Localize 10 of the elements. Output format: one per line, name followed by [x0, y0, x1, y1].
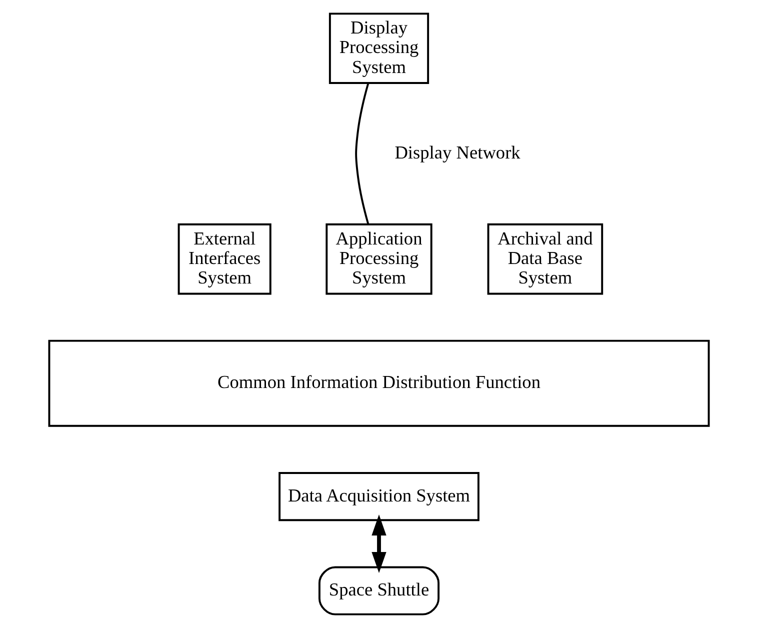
- node-box: Common Information Distribution Function: [48, 340, 710, 427]
- connector: [354, 83, 369, 224]
- label: Display Network: [394, 142, 520, 163]
- node-box: Display Processing System: [328, 12, 429, 84]
- node-box: Archival and Data Base System: [486, 223, 603, 295]
- arrow: [371, 514, 386, 574]
- node-box: Space Shuttle: [318, 566, 440, 616]
- node-box: Data Acquisition System: [278, 472, 479, 522]
- node-box: Application Processing System: [325, 223, 432, 295]
- node-box: External Interfaces System: [177, 223, 271, 295]
